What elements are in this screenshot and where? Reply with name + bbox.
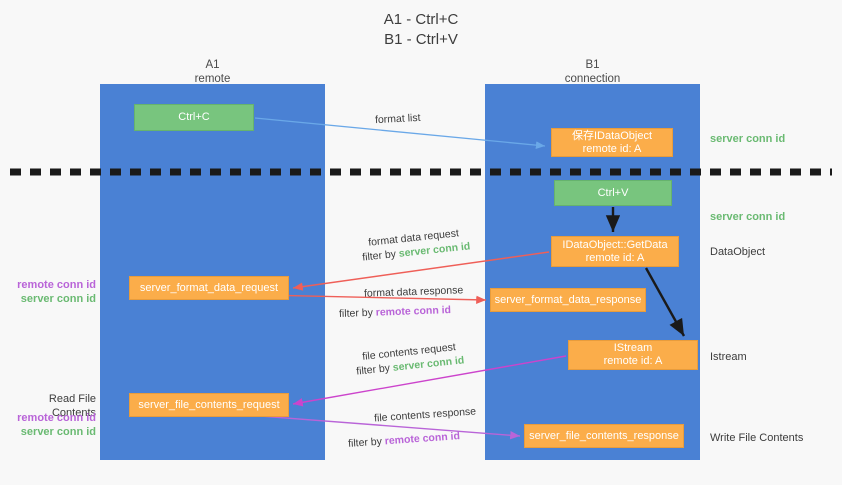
filter-prefix: filter by bbox=[361, 247, 400, 264]
box-istream-label: IStream bbox=[613, 342, 653, 354]
column-b1-name: B1 bbox=[585, 59, 600, 71]
edge-label-file-contents-response: file contents response bbox=[373, 405, 477, 425]
edge-label-format-list: format list bbox=[374, 111, 421, 127]
left-label-remote-conn-id-lower: remote conn id bbox=[17, 412, 96, 424]
box-ctrl-v-label: Ctrl+V bbox=[597, 186, 629, 199]
filter-prefix: filter by bbox=[355, 361, 394, 378]
column-a1-name: A1 bbox=[205, 59, 220, 71]
right-label-server-conn-id-mid: server conn id bbox=[710, 211, 786, 223]
box-server-format-data-request-label: server_format_data_request bbox=[139, 281, 279, 294]
left-label-group-upper: remote conn id server conn id bbox=[8, 278, 96, 306]
filter-prefix: filter by bbox=[338, 306, 376, 320]
edge-label-format-data-response-filter: filter by remote conn id bbox=[339, 303, 451, 321]
box-server-file-contents-request[interactable]: server_file_contents_request bbox=[129, 393, 289, 417]
edge-label-format-data-response: format data response bbox=[363, 284, 464, 300]
box-save-idataobject-sub: remote id: A bbox=[582, 142, 642, 155]
column-header-a1: A1 remote bbox=[100, 58, 325, 86]
title-line-1: A1 - Ctrl+C bbox=[383, 11, 459, 28]
filter-prefix: filter by bbox=[347, 435, 386, 450]
right-label-dataobject: DataObject bbox=[710, 246, 766, 258]
box-server-format-data-request[interactable]: server_format_data_request bbox=[129, 276, 289, 300]
left-label-read-file-contents: Read File Contents bbox=[48, 393, 96, 419]
box-ctrl-v[interactable]: Ctrl+V bbox=[554, 180, 672, 206]
box-server-format-data-response-label: server_format_data_response bbox=[494, 293, 642, 306]
column-header-b1: B1 connection bbox=[485, 58, 700, 86]
page-title: A1 - Ctrl+C B1 - Ctrl+V bbox=[0, 10, 842, 50]
column-a1-role: remote bbox=[194, 73, 231, 85]
box-ctrl-c-label: Ctrl+C bbox=[178, 111, 210, 123]
filter-value-remote-conn-id: remote conn id bbox=[384, 430, 461, 448]
box-server-format-data-response[interactable]: server_format_data_response bbox=[490, 288, 646, 312]
box-server-file-contents-response[interactable]: server_file_contents_response bbox=[524, 424, 684, 448]
box-save-idataobject[interactable]: 保存IDataObject remote id: A bbox=[551, 128, 673, 157]
box-ctrl-c[interactable]: Ctrl+C bbox=[134, 104, 254, 131]
box-idataobject-getdata[interactable]: IDataObject::GetData remote id: A bbox=[551, 236, 679, 267]
right-label-write-file-contents: Write File Contents bbox=[710, 432, 804, 444]
left-label-group-lower: remote conn id server conn id bbox=[8, 411, 96, 439]
box-getdata-sub: remote id: A bbox=[585, 251, 645, 264]
filter-value-remote-conn-id: remote conn id bbox=[375, 304, 452, 319]
box-getdata-label: IDataObject::GetData bbox=[562, 238, 668, 251]
box-server-file-contents-response-label: server_file_contents_response bbox=[529, 429, 679, 442]
box-save-idataobject-label: 保存IDataObject bbox=[571, 129, 653, 142]
title-line-2: B1 - Ctrl+V bbox=[384, 31, 458, 48]
right-label-istream: Istream bbox=[710, 351, 747, 363]
edge-label-file-contents-response-filter: filter by remote conn id bbox=[348, 429, 461, 451]
box-istream[interactable]: IStream remote id: A bbox=[568, 340, 698, 370]
box-server-file-contents-request-label: server_file_contents_request bbox=[138, 398, 280, 411]
left-label-server-conn-id-upper: server conn id bbox=[20, 293, 96, 305]
right-label-server-conn-id-top: server conn id bbox=[710, 133, 786, 145]
column-b1-role: connection bbox=[564, 73, 621, 85]
left-label-remote-conn-id-upper: remote conn id bbox=[17, 279, 96, 291]
left-label-server-conn-id-lower: server conn id bbox=[20, 426, 96, 438]
box-istream-sub: remote id: A bbox=[603, 355, 663, 367]
